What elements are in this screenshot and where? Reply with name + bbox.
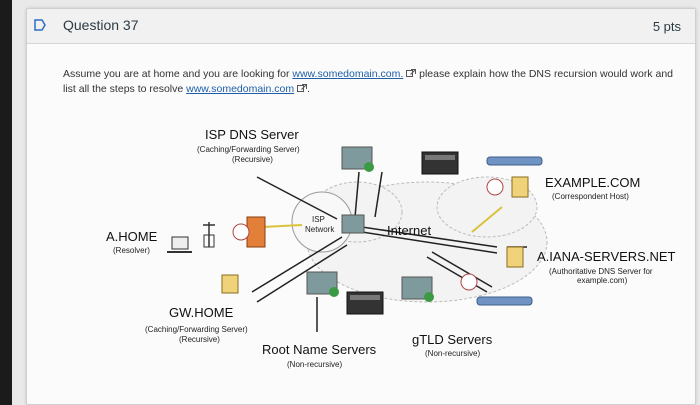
laptop-icon bbox=[167, 236, 192, 253]
isp-network-label: Network bbox=[305, 225, 335, 234]
example-title: EXAMPLE.COM bbox=[545, 175, 641, 190]
server-icon bbox=[401, 276, 434, 302]
root-sub: (Non-recursive) bbox=[287, 360, 343, 369]
isp-dns-title: ISP DNS Server bbox=[205, 127, 299, 142]
isp-dns-sub: (Caching/Forwarding Server) bbox=[197, 145, 300, 154]
question-card: Question 37 5 pts Assume you are at home… bbox=[26, 8, 696, 405]
question-title: Question 37 bbox=[63, 17, 139, 33]
gw-sub: (Caching/Forwarding Server) bbox=[145, 325, 248, 334]
yellow-link bbox=[471, 206, 503, 233]
gw-title: GW.HOME bbox=[169, 305, 234, 320]
question-text-part: . bbox=[307, 83, 310, 95]
server-icon bbox=[421, 151, 459, 175]
connection-lines bbox=[251, 171, 527, 332]
flag-icon[interactable] bbox=[33, 18, 47, 32]
firewall-icon bbox=[232, 216, 266, 248]
switch-icon bbox=[476, 296, 533, 306]
question-points: 5 pts bbox=[652, 19, 681, 34]
host-icon bbox=[486, 176, 529, 198]
server-icon bbox=[341, 146, 374, 172]
diagram-graphics bbox=[167, 146, 548, 332]
home-server-icon bbox=[221, 274, 239, 294]
question-text-part: Assume you are at home and you are looki… bbox=[63, 68, 293, 80]
server-icon bbox=[346, 291, 384, 315]
question-text: Assume you are at home and you are looki… bbox=[63, 67, 683, 97]
iana-title: A.IANA-SERVERS.NET bbox=[537, 249, 676, 264]
gw-sub: (Recursive) bbox=[179, 335, 220, 344]
switch-icon bbox=[486, 156, 543, 166]
isp-dns-sub: (Recursive) bbox=[232, 155, 273, 164]
somedomain-link-2[interactable]: www.somedomain.com bbox=[186, 83, 295, 95]
gtld-title: gTLD Servers bbox=[412, 332, 493, 347]
home-sub: (Resolver) bbox=[113, 246, 150, 255]
root-title: Root Name Servers bbox=[262, 342, 377, 357]
external-link-icon[interactable] bbox=[406, 69, 417, 78]
gtld-sub: (Non-recursive) bbox=[425, 349, 481, 358]
question-header: Question 37 5 pts bbox=[27, 9, 695, 44]
isp-network-label: ISP bbox=[312, 215, 325, 224]
somedomain-link-1[interactable]: www.somedomain.com. bbox=[292, 68, 404, 80]
external-link-icon[interactable] bbox=[297, 84, 308, 93]
yellow-link bbox=[261, 224, 303, 228]
internet-label: Internet bbox=[387, 223, 432, 238]
iana-sub: (Authoritative DNS Server for bbox=[549, 267, 653, 276]
home-title: A.HOME bbox=[106, 229, 158, 244]
router-icon bbox=[460, 273, 478, 291]
router-icon bbox=[341, 214, 365, 234]
example-sub: (Correspondent Host) bbox=[552, 192, 629, 201]
host-icon bbox=[506, 246, 524, 268]
dns-diagram: ISP DNS Server (Caching/Forwarding Serve… bbox=[97, 117, 697, 382]
left-rail bbox=[0, 0, 12, 405]
question-text-part: please explain how the DNS recursion wou… bbox=[63, 68, 673, 95]
iana-sub: example.com) bbox=[577, 276, 628, 285]
antenna-icon bbox=[203, 222, 215, 248]
server-icon bbox=[306, 271, 339, 297]
